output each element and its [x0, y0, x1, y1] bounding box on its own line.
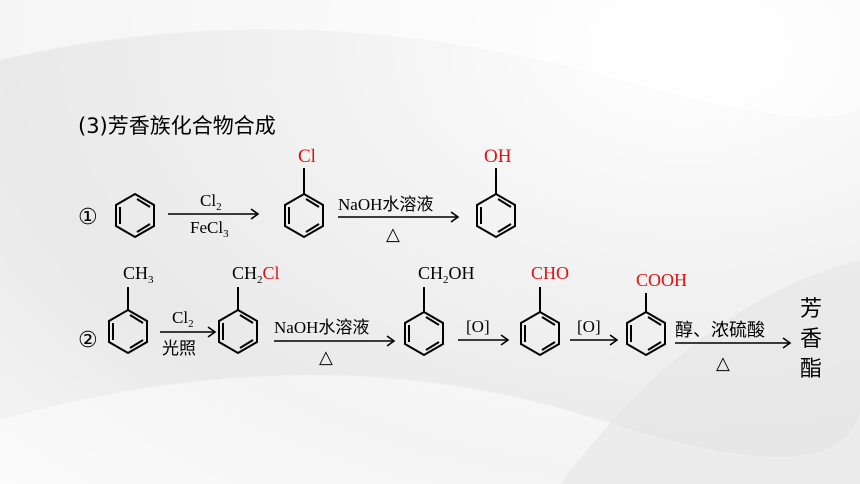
section-heading: (3)芳香族化合物合成 [78, 114, 276, 138]
route1-step1-reagent-below: FeCl3 [190, 218, 229, 240]
route2-step1-arrow: Cl2 光照 [160, 308, 217, 359]
route2-step2-heat: △ [319, 347, 333, 368]
route2-step1-condition: 光照 [162, 339, 196, 359]
benzaldehyde: CHO [520, 263, 569, 357]
route2-step5-heat: △ [716, 353, 730, 374]
aldehyde-group-label: CHO [531, 263, 569, 283]
route2-step4-arrow: [O] [570, 317, 619, 346]
hydroxy-group-label: OH [484, 146, 512, 167]
benzene-1 [115, 192, 155, 239]
route2-step5-reagent: 醇、浓硫酸 [675, 320, 765, 341]
aromatic-ester-product: 芳 香 酯 [800, 297, 822, 382]
route1-step1-arrow: Cl2 FeCl3 [168, 191, 260, 240]
chloro-group-label: Cl [298, 146, 316, 167]
product-char-3: 酯 [800, 357, 822, 382]
carboxyl-group-label: COOH [636, 270, 687, 290]
product-char-1: 芳 [800, 297, 822, 322]
route1-step2-heat: △ [386, 224, 400, 245]
chloromethyl-group-label: CH2Cl [232, 263, 280, 286]
route2-marker: ② [78, 328, 98, 353]
benzyl-chloride: CH2Cl [218, 263, 280, 355]
route1-step2-arrow: NaOH水溶液 △ [338, 195, 460, 245]
route2-step4-reagent: [O] [577, 317, 601, 336]
benzoic-acid: COOH [626, 270, 687, 357]
route2-step5-arrow: 醇、浓硫酸 △ [675, 320, 792, 374]
route1-marker: ① [78, 205, 98, 230]
route2-step2-reagent-above: NaOH水溶液 [274, 318, 369, 337]
chlorobenzene: Cl [284, 146, 324, 239]
hydroxymethyl-group-label: CH2OH [418, 263, 475, 286]
product-char-2: 香 [800, 327, 822, 352]
route2-step3-reagent: [O] [466, 317, 490, 336]
route1-step2-reagent-above: NaOH水溶液 [338, 195, 433, 214]
route2-step1-reagent-above: Cl2 [172, 308, 194, 330]
route1-step1-reagent-above: Cl2 [200, 191, 222, 213]
benzyl-alcohol: CH2OH [404, 263, 475, 357]
route2-step3-arrow: [O] [458, 317, 510, 346]
toluene: CH3 [108, 263, 154, 355]
route2-step2-arrow: NaOH水溶液 △ [274, 318, 396, 368]
phenol: OH [476, 146, 516, 239]
methyl-group-label: CH3 [123, 263, 154, 286]
